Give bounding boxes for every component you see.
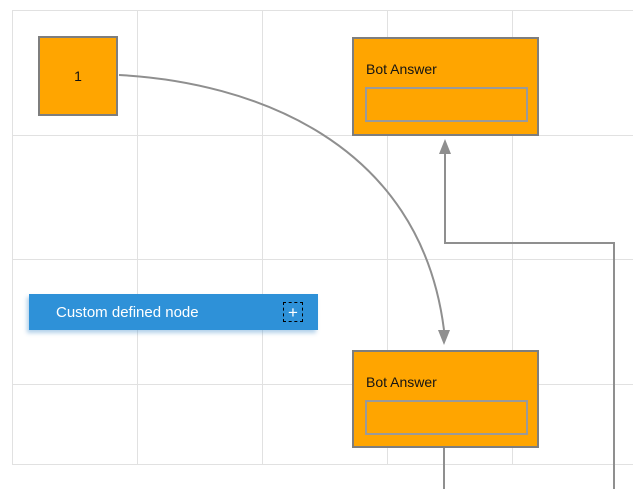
node-custom-defined[interactable]: Custom defined node + [29, 294, 318, 330]
plus-icon: + [288, 302, 298, 322]
connector-curve-start-to-bottom-bot[interactable] [118, 74, 445, 331]
connector-orthogonal-arrowhead-up-icon [439, 139, 451, 154]
connectors [118, 74, 615, 489]
node-bot-answer-bottom[interactable]: Bot Answer [352, 350, 539, 448]
bot-answer-bottom-input[interactable] [365, 400, 528, 435]
connector-curve-arrowhead-down-icon [438, 330, 450, 345]
node-start[interactable]: 1 [38, 36, 118, 116]
node-bot-answer-top[interactable]: Bot Answer [352, 37, 539, 136]
node-start-label: 1 [74, 68, 82, 84]
bot-answer-top-input[interactable] [365, 87, 528, 122]
connector-orthogonal-to-top-bot[interactable] [444, 154, 615, 489]
add-port-button[interactable]: + [283, 302, 303, 322]
bot-answer-top-title: Bot Answer [366, 61, 437, 77]
bot-answer-bottom-title: Bot Answer [366, 374, 437, 390]
custom-node-label: Custom defined node [56, 303, 199, 321]
